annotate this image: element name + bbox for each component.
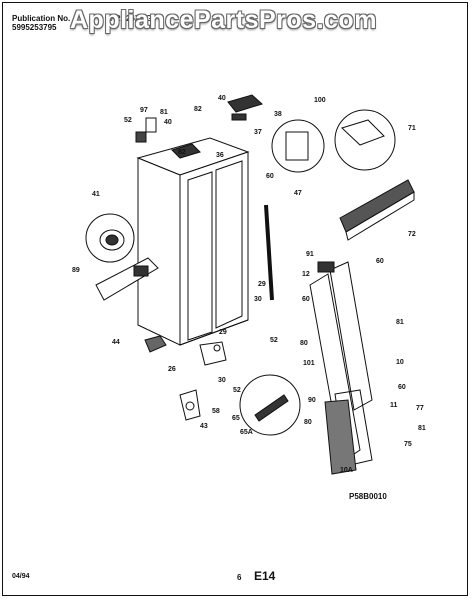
footer-date: 04/94 [12,573,30,580]
part-label: 90 [308,397,316,404]
part-label: 38 [274,111,282,118]
block-44 [144,335,167,353]
figure-code: P58B0010 [349,492,387,501]
part-label: 80 [304,419,312,426]
model-number: FRS26ZRG [110,14,152,23]
part-label: 75 [404,441,412,448]
part-label: 52 [124,117,132,124]
part-label: 101 [303,360,315,367]
part-label: 71 [408,125,416,132]
part-label: 60 [266,173,274,180]
part-label: 80 [300,340,308,347]
publication-block: Publication No. 5995253795 [12,14,70,32]
part-label: 91 [306,251,314,258]
part-label: 77 [416,405,424,412]
part-label: 60 [376,258,384,265]
part-label: 60 [398,384,406,391]
top-hinge [171,94,263,159]
part-label: 97 [140,107,148,114]
door-channel-assembly [309,261,373,475]
part-label: 11 [390,402,398,409]
part-label: 58 [212,408,220,415]
part-label: 65 [232,415,240,422]
part-label: 81 [396,319,404,326]
part-label: 82 [178,149,186,156]
detail-circle-41 [85,213,135,263]
footer-page-number: 6 [237,573,242,582]
part-label: 29 [258,281,266,288]
part-label: 43 [200,423,208,430]
part-label: 82 [194,106,202,113]
gasket-strip [264,204,274,301]
part-number-labels: 40 82 38 100 71 97 81 52 40 37 82 36 60 47 41 72 89 91 12 6… [72,95,426,474]
part-label: 47 [294,190,302,197]
toe-grille [339,179,415,241]
part-label: 65A [240,429,253,436]
part-label: 30 [218,377,226,384]
publication-number: 5995253795 [12,23,57,32]
control-panel [95,257,159,301]
part-label: 52 [233,387,241,394]
footer-section-code: E14 [254,569,276,583]
part-label: 10A [340,467,353,474]
part-label: 36 [216,152,224,159]
part-label: 40 [164,119,172,126]
publication-label: Publication No. [12,14,71,23]
part-label: 37 [254,129,262,136]
part-label: 12 [302,271,310,278]
part-label: 81 [160,109,168,116]
watermark: AppliancePartsPros.com [70,6,377,34]
bottom-hinge [179,341,227,421]
part-label: 44 [112,339,120,346]
hinge-left-parts [135,117,157,143]
part-label: 10 [396,359,404,366]
detail-circle-71 [334,109,396,171]
part-label: 89 [72,267,80,274]
detail-circle-65 [239,374,301,436]
part-label: 41 [92,191,100,198]
cabinet-shell [136,137,250,346]
part-label: 52 [270,337,278,344]
part-label: 26 [168,366,176,373]
detail-circle-100 [271,119,325,173]
part-label: 60 [302,296,310,303]
part-label: 29 [219,329,227,336]
part-label: 30 [254,296,262,303]
page-border [2,2,468,596]
part-label: 100 [314,97,326,104]
part-label: 40 [218,95,226,102]
part-label: 81 [418,425,426,432]
part-label: 72 [408,231,416,238]
